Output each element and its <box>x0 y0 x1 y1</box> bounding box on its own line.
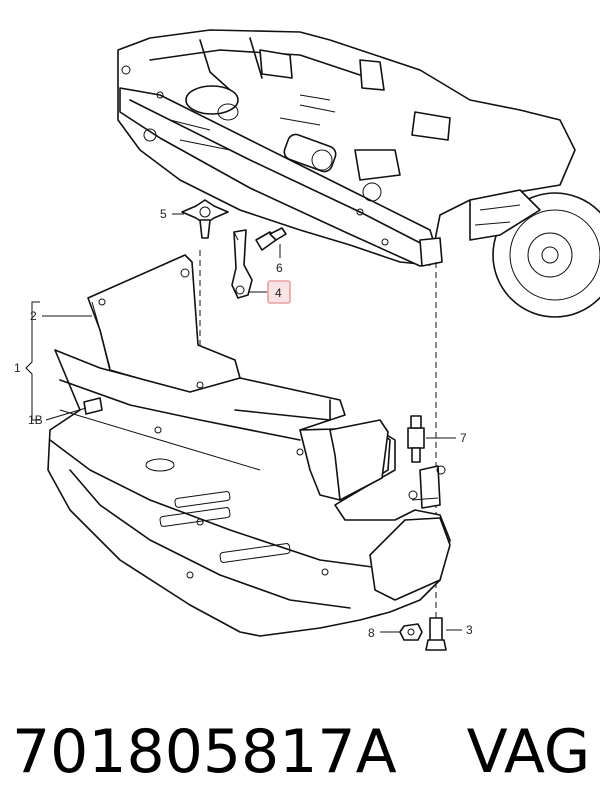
callout-3: 3 <box>446 623 473 637</box>
bolt-part-3 <box>425 617 447 651</box>
svg-text:1B: 1B <box>28 413 43 427</box>
bracket-part-4 <box>231 229 253 299</box>
parts-diagram: 1 1B 2 3 4 5 6 7 8 <box>14 29 600 651</box>
part-number: 701805817A <box>12 717 397 787</box>
nut-part-8 <box>399 623 423 641</box>
screw-part-6 <box>255 227 287 251</box>
svg-text:1: 1 <box>14 361 21 375</box>
svg-text:2: 2 <box>30 309 37 323</box>
callout-1b: 1B <box>28 407 87 427</box>
callout-8: 8 <box>368 626 400 640</box>
callout-6: 6 <box>276 244 283 275</box>
svg-text:4: 4 <box>275 286 282 300</box>
clip-part-5 <box>181 199 229 239</box>
svg-text:3: 3 <box>466 623 473 637</box>
stud-part-7 <box>407 415 425 463</box>
callout-4: 4 <box>248 280 291 304</box>
callout-7: 7 <box>426 431 467 445</box>
svg-text:8: 8 <box>368 626 375 640</box>
callout-5: 5 <box>160 207 184 221</box>
chassis-frame <box>117 29 600 318</box>
callout-1: 1 <box>14 361 21 375</box>
svg-text:7: 7 <box>460 431 467 445</box>
underbody-guard <box>47 254 451 637</box>
svg-text:6: 6 <box>276 261 283 275</box>
brand-name: VAG <box>466 717 591 787</box>
highlight-box <box>267 280 291 304</box>
part-number-footer: 701805817A VAG <box>12 702 592 802</box>
svg-text:5: 5 <box>160 207 167 221</box>
callout-2: 2 <box>30 309 92 323</box>
